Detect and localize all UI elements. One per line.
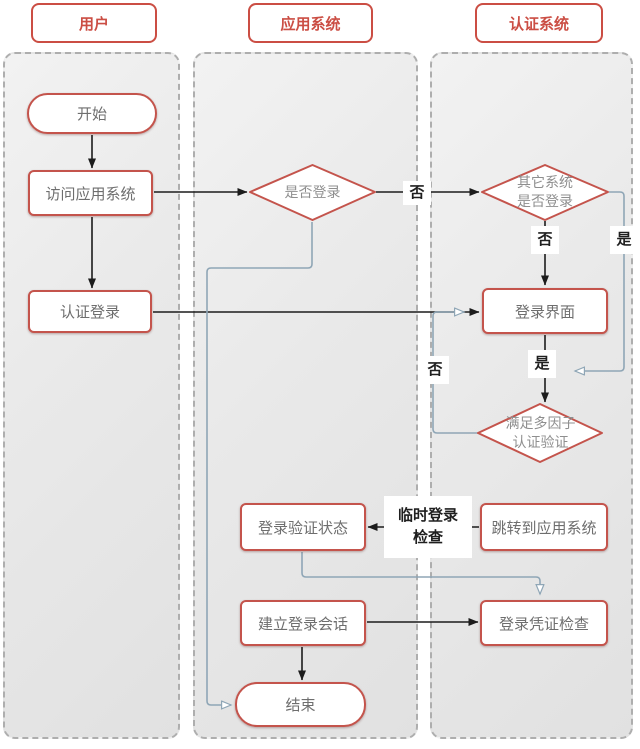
edge-label-no-mfa-loop: 否 [421, 356, 449, 384]
edge-label-line: 检查 [412, 529, 443, 546]
diamond-text-line: 认证验证 [512, 434, 569, 450]
edge-label-no-to-login-page: 否 [531, 226, 559, 254]
node-visit-application-system: 访问应用系统 [28, 170, 153, 216]
node-redirect-to-application-system: 跳转到应用系统 [480, 503, 608, 551]
edge-other-system-yes-to-mfa [575, 191, 625, 371]
lane-header-user: 用户 [31, 3, 157, 43]
edge-label-yes-to-mfa: 是 [528, 350, 556, 378]
diamond-text-mfa-verify: 满足多因子 认证验证 [480, 410, 601, 456]
node-start: 开始 [27, 93, 157, 134]
edge-label-temp-login-check: 临时登录 检查 [384, 496, 472, 558]
diamond-text-line: 是否登录 [284, 183, 341, 200]
node-login-page: 登录界面 [482, 288, 608, 334]
edge-label-yes-other-system: 是 [610, 226, 638, 254]
diamond-is-logged-in [249, 164, 376, 221]
diamond-text-line: 是否登录 [517, 193, 573, 209]
node-create-login-session: 建立登录会话 [240, 600, 366, 646]
node-login-credential-check: 登录凭证检查 [480, 600, 608, 646]
diamond-mfa-verify [477, 403, 603, 463]
diamond-text-line: 满足多因子 [505, 415, 576, 432]
diamond-text-other-system-logged-in: 其它系统 是否登录 [485, 168, 605, 216]
lane-header-application-system: 应用系统 [248, 3, 373, 43]
edge-label-line: 临时登录 [397, 506, 458, 524]
diamond-text-is-logged-in: 是否登录 [252, 180, 373, 204]
edge-label-no-between-diamonds: 否 [403, 181, 431, 205]
edge-verify-status-to-credential-check [301, 552, 540, 594]
node-login-verify-status: 登录验证状态 [240, 503, 366, 551]
node-end: 结束 [235, 682, 366, 727]
diamond-text-line: 其它系统 [517, 174, 573, 191]
diamond-other-system-logged-in [481, 164, 609, 221]
lane-header-authentication-system: 认证系统 [475, 3, 603, 43]
node-authentication-login: 认证登录 [28, 290, 152, 333]
edge-is-logged-in-yes-to-end [206, 222, 313, 705]
